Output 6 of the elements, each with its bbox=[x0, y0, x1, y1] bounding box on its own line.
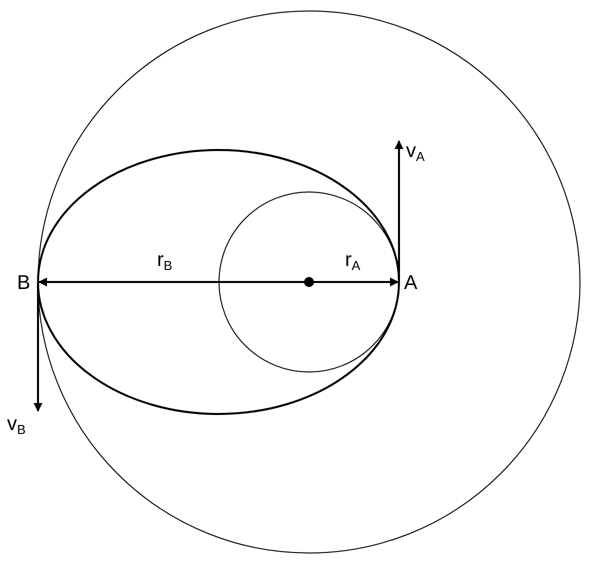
point-label: r$_{A}$ bbox=[345, 250, 360, 272]
point-label: v$_{B}$ bbox=[7, 414, 26, 436]
point-label: r$_{B}$ bbox=[157, 250, 172, 272]
point-label: A bbox=[404, 273, 418, 293]
point-label: B bbox=[17, 273, 30, 293]
point-label: v$_{A}$ bbox=[406, 141, 425, 163]
